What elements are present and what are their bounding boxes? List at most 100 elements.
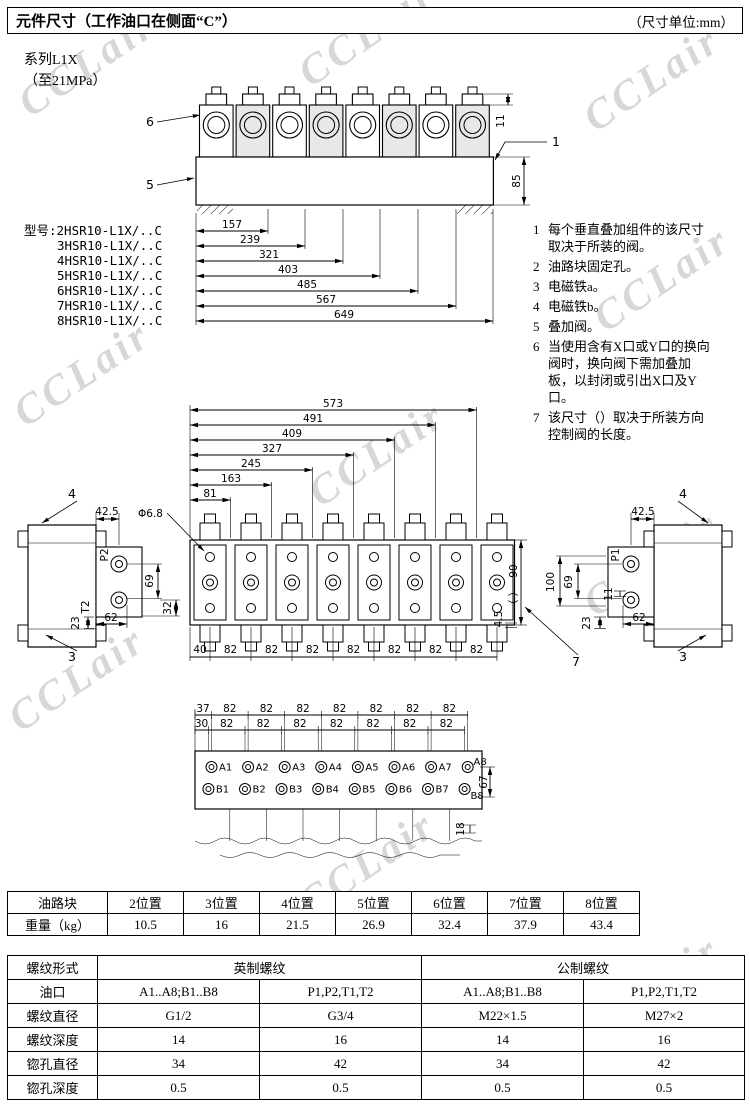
port-label-b7: B7 [436,785,449,796]
dim-82: 82 [429,644,442,656]
dim-100: 100 [545,572,557,592]
dim-11-right: 11 [603,587,615,600]
port-label-b6: B6 [399,785,412,796]
note-text: 当使用含有X口或Y口的换向阀时，换向阀下需加叠加板，以封闭或引出X口及Y口。 [548,339,710,405]
dim-403: 403 [278,264,298,276]
dim-82: 82 [220,718,233,730]
dim-245: 245 [241,458,261,470]
callout-3-right: 3 [679,649,687,664]
dim-82: 82 [265,644,278,656]
left-end-block [17,500,180,652]
dim-82: 82 [306,644,319,656]
right-end-block [556,500,733,652]
dim-paren: （ ） [508,586,520,610]
callout-1: 1 [552,134,560,149]
port-p1-label: P1 [610,548,622,561]
note-number: 3 [533,279,540,294]
header-cell: 7位置 [487,891,564,914]
note-number: 5 [533,319,540,334]
port-label-b1: B1 [216,785,229,796]
value-cell: P1,P2,T1,T2 [583,979,746,1004]
dim-82: 82 [406,703,419,715]
header-cell: 8位置 [563,891,640,914]
weight-value-row: 重量（kg） 10.5 16 21.5 26.9 32.4 37.9 43.4 [7,913,640,936]
note-text: 油路块固定孔。 [548,259,640,274]
break-lines [194,809,482,858]
callout-7: 7 [572,654,580,669]
header-cell: 3位置 [183,891,260,914]
header-cell: 4位置 [259,891,336,914]
watermark: CCLair [575,16,730,142]
value-cell: 32.4 [411,913,488,936]
dim-18: 18 [455,822,467,835]
dim-82: 82 [293,718,306,730]
port-label-b2: B2 [253,785,266,796]
counterbore-depth-row: 锪孔深度 0.5 0.5 0.5 0.5 [7,1075,746,1100]
dim-82: 82 [366,718,379,730]
dim-11: 11 [495,114,507,127]
row-label: 锪孔直径 [7,1051,98,1076]
right-dims [458,766,495,834]
height-dims [484,93,530,206]
front-view-drawing: 6 5 1 11 85 157 239 321 403 485 [146,86,560,325]
value-cell: 42 [258,1051,423,1076]
unit-label: （尺寸单位:mm） [628,14,734,30]
port-label-a4: A4 [329,763,342,774]
value-cell: 16 [183,913,260,936]
note-item: 3 电磁铁a。 [533,278,715,295]
value-cell: 26.9 [335,913,412,936]
dim-491: 491 [303,413,323,425]
value-cell: 14 [97,1027,260,1052]
dim-485: 485 [297,279,317,291]
valve-stations [198,86,490,158]
model-item: 3HSR10-L1X/..C [57,238,163,253]
callout-leaders [156,114,547,186]
dim-157: 157 [222,219,242,231]
dim-23-right: 23 [581,616,593,629]
dim-409: 409 [282,428,302,440]
port-label-b4: B4 [326,785,339,796]
thread-dia-row: 螺纹直径 G1/2 G3/4 M22×1.5 M27×2 [7,1003,746,1028]
model-item: 5HSR10-L1X/..C [57,268,163,283]
note-number: 7 [533,410,540,425]
note-number: 2 [533,259,540,274]
callout-4-right: 4 [679,486,687,501]
dim-42.5-left: 42.5 [95,506,118,518]
value-cell: 42 [583,1051,746,1076]
port-face-body [194,750,483,810]
length-dim-lines [189,405,477,538]
hole-dia-label: Φ6.8 [138,508,163,520]
value-cell: 14 [421,1027,585,1052]
dim-90: 90 [508,564,520,577]
port-t2-label: T2 [80,600,92,614]
value-cell: 37.9 [487,913,564,936]
page-title: 元件尺寸（工作油口在侧面“C”） [16,14,237,30]
value-cell: 16 [583,1027,746,1052]
value-cell: 16 [258,1027,423,1052]
model-item: 7HSR10-L1X/..C [57,298,163,313]
port-view-drawing: 37 82 82 82 82 82 82 82 30 82 82 82 82 8… [194,703,495,858]
row-label: 锪孔深度 [7,1075,98,1100]
model-item: 4HSR10-L1X/..C [57,253,163,268]
model-item: 6HSR10-L1X/..C [57,283,163,298]
top-view-drawing: 573 491 409 327 245 163 81 Φ6.8 40 82 82… [17,398,733,669]
value-cell: 43.4 [563,913,640,936]
value-cell: A1..A8;B1..B8 [97,979,260,1004]
value-cell: M27×2 [583,1003,746,1028]
value-cell: 0.5 [258,1075,423,1100]
counterbore-dia-row: 锪孔直径 34 42 34 42 [7,1051,746,1076]
value-cell: 0.5 [421,1075,585,1100]
pitch-dim-line [189,627,498,661]
row-label: 油口 [7,979,98,1004]
port-label-a8: A8 [474,757,487,768]
callout-4-left: 4 [68,486,76,501]
dim-82: 82 [403,718,416,730]
value-cell: G1/2 [97,1003,260,1028]
value-cell: M22×1.5 [421,1003,585,1028]
port-label-a7: A7 [439,763,452,774]
value-cell: 34 [97,1051,260,1076]
note-text: 电磁铁a。 [548,279,606,294]
dim-42.5-right: 42.5 [631,506,654,518]
